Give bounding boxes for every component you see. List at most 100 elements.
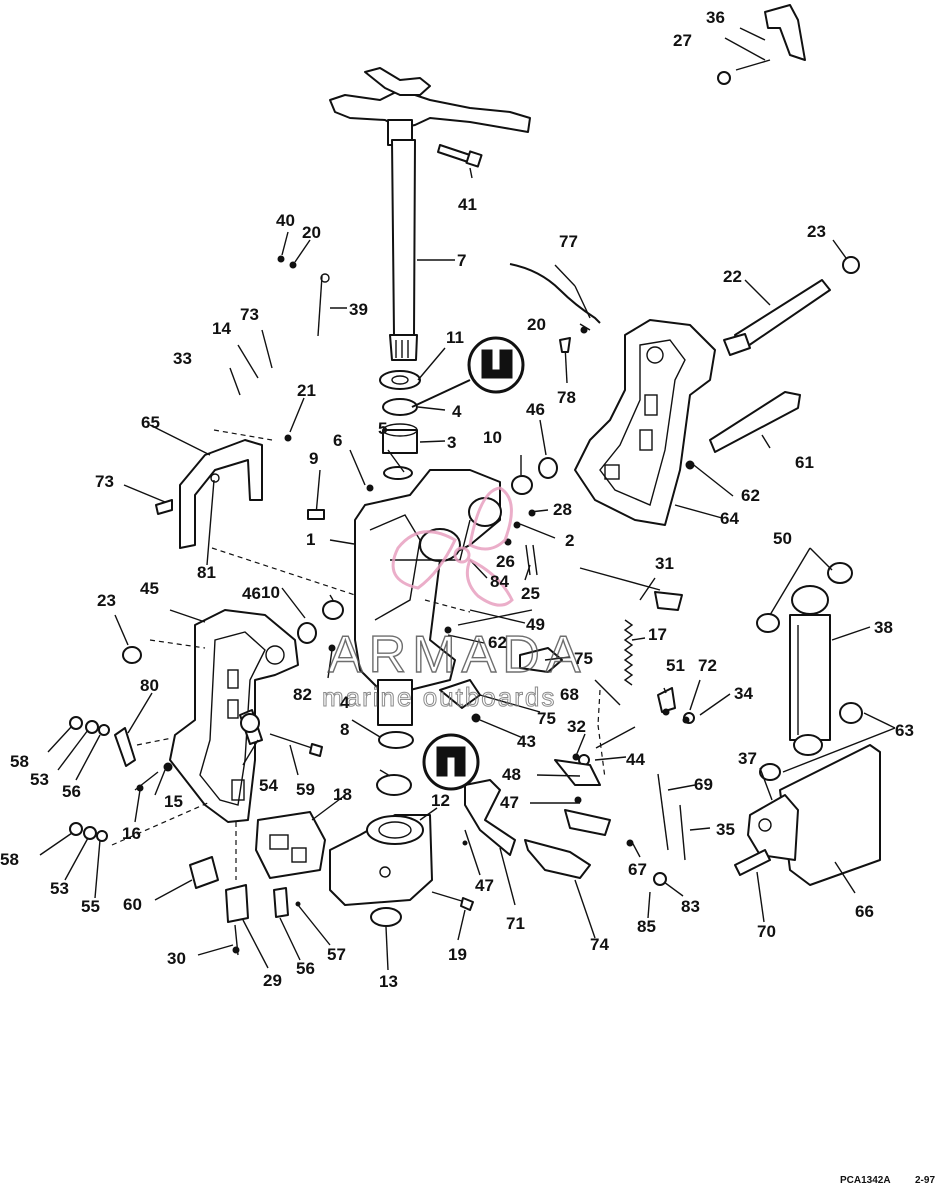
callout-label: 10 [261,583,280,602]
callout-label: 30 [167,949,186,968]
callout-label: 45 [140,579,159,598]
callout-label: 7 [457,251,466,270]
callout-label: 36 [706,8,725,27]
callout-label: 4 [340,693,350,712]
watermark-logo-icon [391,486,514,607]
callout-label: 50 [773,529,792,548]
callout-label: 41 [458,195,477,214]
callout-label: 4 [452,402,462,421]
tilt-lock-lever-part [179,439,263,549]
callout-label: 64 [720,509,739,528]
callout-label: 5 [378,419,387,438]
stern-bracket-left-part [169,609,299,823]
callout-label: 19 [448,945,467,964]
callout-label: 49 [526,615,545,634]
bolts-and-rods [134,4,806,956]
steering-shaft-part [389,139,418,361]
callout-label: 8 [340,720,349,739]
callout-label: 69 [694,775,713,794]
callout-label: 29 [263,971,282,990]
callout-label: 14 [212,319,231,338]
callout-label: 57 [327,945,346,964]
callout-label: 53 [30,770,49,789]
leader-lines [39,27,896,971]
callout-label: 82 [293,685,312,704]
callout-label: 71 [506,914,525,933]
callout-label: 46 [242,584,261,603]
callout-label: 70 [757,922,776,941]
callout-label: 13 [379,972,398,991]
small-fasteners [136,255,695,954]
callout-label: 38 [874,618,893,637]
callout-label: 84 [490,572,509,591]
callout-label: 31 [655,554,674,573]
callout-label: 63 [895,721,914,740]
callout-label: 35 [716,820,735,839]
linkage-plates [189,647,676,923]
callout-label: 16 [122,824,141,843]
callout-label: 46 [526,400,545,419]
callout-label: 83 [681,897,700,916]
callout-label: 72 [698,656,717,675]
shaft-sleeve-part [377,679,413,726]
callout-label: 39 [349,300,368,319]
sealant-icon-lower [422,733,480,791]
callout-labels: 36 27 41 40 20 7 77 23 22 39 73 14 33 11… [0,8,914,991]
callout-label: 26 [496,552,515,571]
callout-label: 12 [431,791,450,810]
callout-label: 85 [637,917,656,936]
callout-label: 9 [309,449,318,468]
callout-label: 40 [276,211,295,230]
callout-label: 28 [553,500,572,519]
callout-label: 77 [559,232,578,251]
callout-label: 56 [62,782,81,801]
callout-label: 58 [0,850,19,869]
callout-label: 58 [10,752,29,771]
callout-label: 27 [673,31,692,50]
callout-label: 6 [333,431,342,450]
small-hardware [69,71,863,927]
callout-label: 33 [173,349,192,368]
callout-label: 20 [302,223,321,242]
watermark: ARMADA marine outboards [322,486,581,713]
callout-label: 1 [306,530,315,549]
callout-label: 74 [590,935,609,954]
callout-label: 53 [50,879,69,898]
callout-label: 61 [795,453,814,472]
callout-label: 17 [648,625,667,644]
callout-label: 11 [446,328,464,347]
callout-label: 37 [738,749,757,768]
callout-label: 73 [240,305,259,324]
callout-label: 10 [483,428,502,447]
callout-label: 59 [296,780,315,799]
callout-label: 67 [628,860,647,879]
stern-bracket-right-part [574,319,716,526]
callout-label: 47 [500,793,519,812]
assembly-guides [111,429,606,880]
callout-label: 15 [164,792,183,811]
callout-label: 51 [666,656,685,675]
callout-label: 20 [527,315,546,334]
callout-label: 75 [537,709,556,728]
callout-label: 48 [502,765,521,784]
steering-arm-part [329,67,531,146]
hydraulic-cylinder-part [789,585,831,756]
tilt-tube-part [709,391,801,453]
callout-label: 55 [81,897,100,916]
callout-label: 54 [259,776,278,795]
callout-label: 43 [517,732,536,751]
callout-label: 44 [626,750,645,769]
watermark-tagline: marine outboards [322,682,556,712]
callout-label: 32 [567,717,586,736]
sealant-icon-upper [411,336,525,408]
callout-label: 80 [140,676,159,695]
callout-label: 73 [95,472,114,491]
callout-label: 65 [141,413,160,432]
callout-label: 3 [447,433,456,452]
figure-code: PCA1342A [840,1175,891,1186]
trim-rod-part [723,279,831,356]
callout-label: 23 [97,591,116,610]
callout-label: 78 [557,388,576,407]
